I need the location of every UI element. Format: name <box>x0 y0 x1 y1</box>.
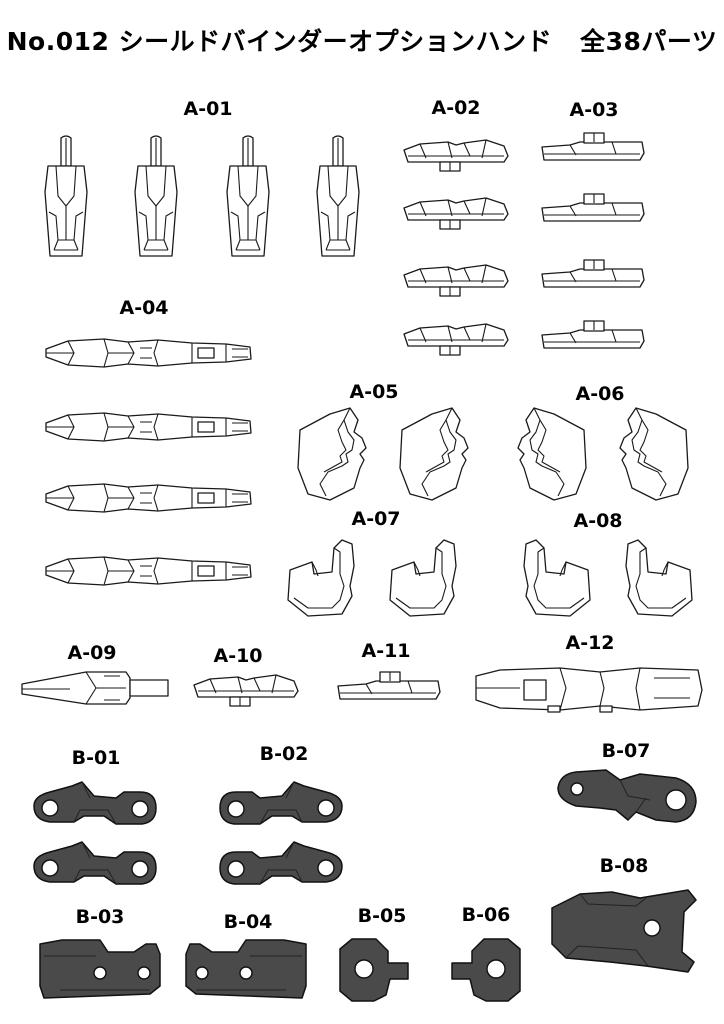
part-a10 <box>193 674 299 707</box>
part-b02-2 <box>219 841 343 885</box>
part-a03-1 <box>541 132 645 161</box>
label-b06: B-06 <box>461 904 511 926</box>
label-b03: B-03 <box>75 906 125 928</box>
part-a01-4 <box>316 135 360 257</box>
part-a04-3 <box>45 483 252 513</box>
part-a02-3 <box>403 264 509 297</box>
label-a10: A-10 <box>213 645 263 667</box>
part-a04-4 <box>45 556 252 586</box>
label-b08: B-08 <box>599 855 649 877</box>
part-a08-2 <box>625 539 693 617</box>
label-a01: A-01 <box>183 98 233 120</box>
label-b07: B-07 <box>601 740 651 762</box>
part-a07-2 <box>389 539 457 617</box>
part-b01-1 <box>33 781 157 825</box>
part-b04 <box>185 939 307 999</box>
label-a02: A-02 <box>431 97 481 119</box>
part-a05-2 <box>399 407 469 501</box>
label-a05: A-05 <box>349 381 399 403</box>
label-a07: A-07 <box>351 508 401 530</box>
part-a03-2 <box>541 193 645 222</box>
label-a09: A-09 <box>67 642 117 664</box>
label-b04: B-04 <box>223 911 273 933</box>
label-a06: A-06 <box>575 383 625 405</box>
part-a02-2 <box>403 197 509 230</box>
part-a01-2 <box>134 135 178 257</box>
part-b06 <box>451 938 521 1002</box>
page-title: No.012 シールドバインダーオプションハンド全38パーツ <box>0 22 724 58</box>
label-a08: A-08 <box>573 510 623 532</box>
product-name: シールドバインダーオプションハンド <box>118 27 553 56</box>
part-a01-1 <box>44 135 88 257</box>
part-a12 <box>475 667 703 713</box>
label-a12: A-12 <box>565 632 615 654</box>
part-a04-1 <box>45 338 252 368</box>
part-a06-1 <box>517 407 587 501</box>
label-a04: A-04 <box>119 297 169 319</box>
part-a03-3 <box>541 259 645 288</box>
part-a01-3 <box>226 135 270 257</box>
label-b01: B-01 <box>71 747 121 769</box>
label-a11: A-11 <box>361 640 411 662</box>
part-count: 全38パーツ <box>580 27 718 56</box>
part-a06-2 <box>619 407 689 501</box>
part-a05-1 <box>297 407 367 501</box>
product-code: No.012 <box>6 27 110 56</box>
part-b02-1 <box>219 781 343 825</box>
part-b01-2 <box>33 841 157 885</box>
part-b03 <box>39 939 161 999</box>
part-b05 <box>339 938 409 1002</box>
part-a07-1 <box>287 539 355 617</box>
part-b07 <box>557 769 697 823</box>
part-a04-2 <box>45 412 252 442</box>
part-a08-1 <box>523 539 591 617</box>
part-a11 <box>337 671 441 700</box>
part-a02-1 <box>403 139 509 172</box>
part-a02-4 <box>403 323 509 356</box>
label-b05: B-05 <box>357 905 407 927</box>
part-a03-4 <box>541 320 645 349</box>
label-a03: A-03 <box>569 99 619 121</box>
part-b08 <box>551 889 697 973</box>
label-b02: B-02 <box>259 743 309 765</box>
part-a09 <box>21 671 169 705</box>
